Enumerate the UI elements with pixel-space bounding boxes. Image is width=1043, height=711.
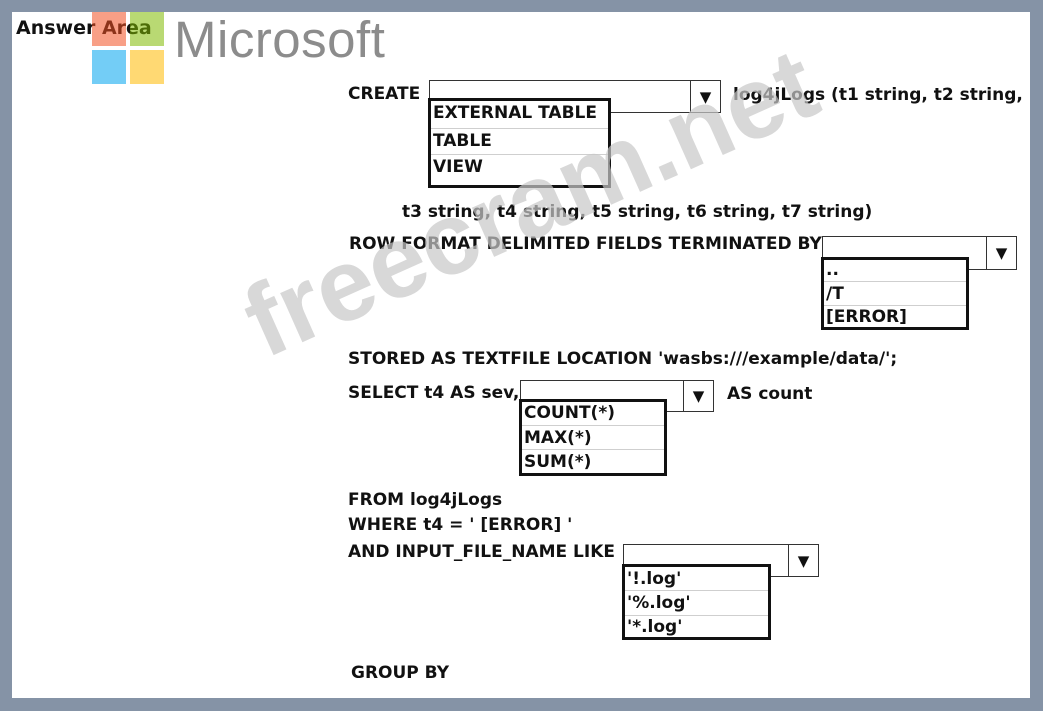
delimiter-options: .. /T [ERROR] [821, 257, 969, 330]
option-dot-dot[interactable]: .. [824, 260, 966, 282]
chevron-down-icon[interactable]: ▼ [986, 237, 1016, 269]
columns-text: t3 string, t4 string, t5 string, t6 stri… [402, 202, 873, 222]
aggregate-options: COUNT(*) MAX(*) SUM(*) [519, 399, 667, 476]
where-text: WHERE t4 = ' [ERROR] ' [348, 515, 573, 535]
option-slash-t[interactable]: /T [824, 282, 966, 306]
and-like-text: AND INPUT_FILE_NAME LIKE [348, 542, 615, 562]
logo-square-blue [92, 50, 126, 84]
option-external-table[interactable]: EXTERNAL TABLE [431, 101, 608, 129]
stored-as-text: STORED AS TEXTFILE LOCATION 'wasbs:///ex… [348, 349, 898, 369]
option-star-log[interactable]: '*.log' [627, 617, 683, 637]
option-bang-log[interactable]: '!.log' [625, 567, 768, 591]
option-table[interactable]: TABLE [431, 129, 608, 155]
logo-square-yellow [130, 50, 164, 84]
file-pattern-options: '!.log' '%.log' '*.log' [622, 564, 771, 640]
option-view[interactable]: VIEW [433, 157, 483, 177]
option-sum[interactable]: SUM(*) [524, 452, 592, 472]
create-type-options: EXTERNAL TABLE TABLE VIEW [428, 98, 611, 188]
logo-square-green [130, 12, 164, 46]
create-tail-text: log4jLogs (t1 string, t2 string, [733, 85, 1023, 105]
option-percent-log[interactable]: '%.log' [625, 591, 768, 616]
select-text: SELECT t4 AS sev, [348, 383, 520, 403]
logo-wordmark: Microsoft [174, 11, 386, 68]
as-count-text: AS count [727, 384, 813, 404]
option-max[interactable]: MAX(*) [522, 426, 664, 450]
from-text: FROM log4jLogs [348, 490, 503, 510]
chevron-down-icon[interactable]: ▼ [683, 381, 713, 411]
chevron-down-icon[interactable]: ▼ [690, 81, 720, 112]
create-keyword: CREATE [348, 84, 421, 104]
option-error[interactable]: [ERROR] [826, 307, 907, 327]
chevron-down-icon[interactable]: ▼ [788, 545, 818, 576]
option-count[interactable]: COUNT(*) [522, 402, 664, 426]
row-format-text: ROW FORMAT DELIMITED FIELDS TERMINATED B… [349, 234, 822, 254]
logo-square-red [92, 12, 126, 46]
answer-panel: Answer Area Microsoft CREATE ▼ log4jLogs… [12, 11, 1030, 698]
group-by-text: GROUP BY [351, 663, 450, 683]
